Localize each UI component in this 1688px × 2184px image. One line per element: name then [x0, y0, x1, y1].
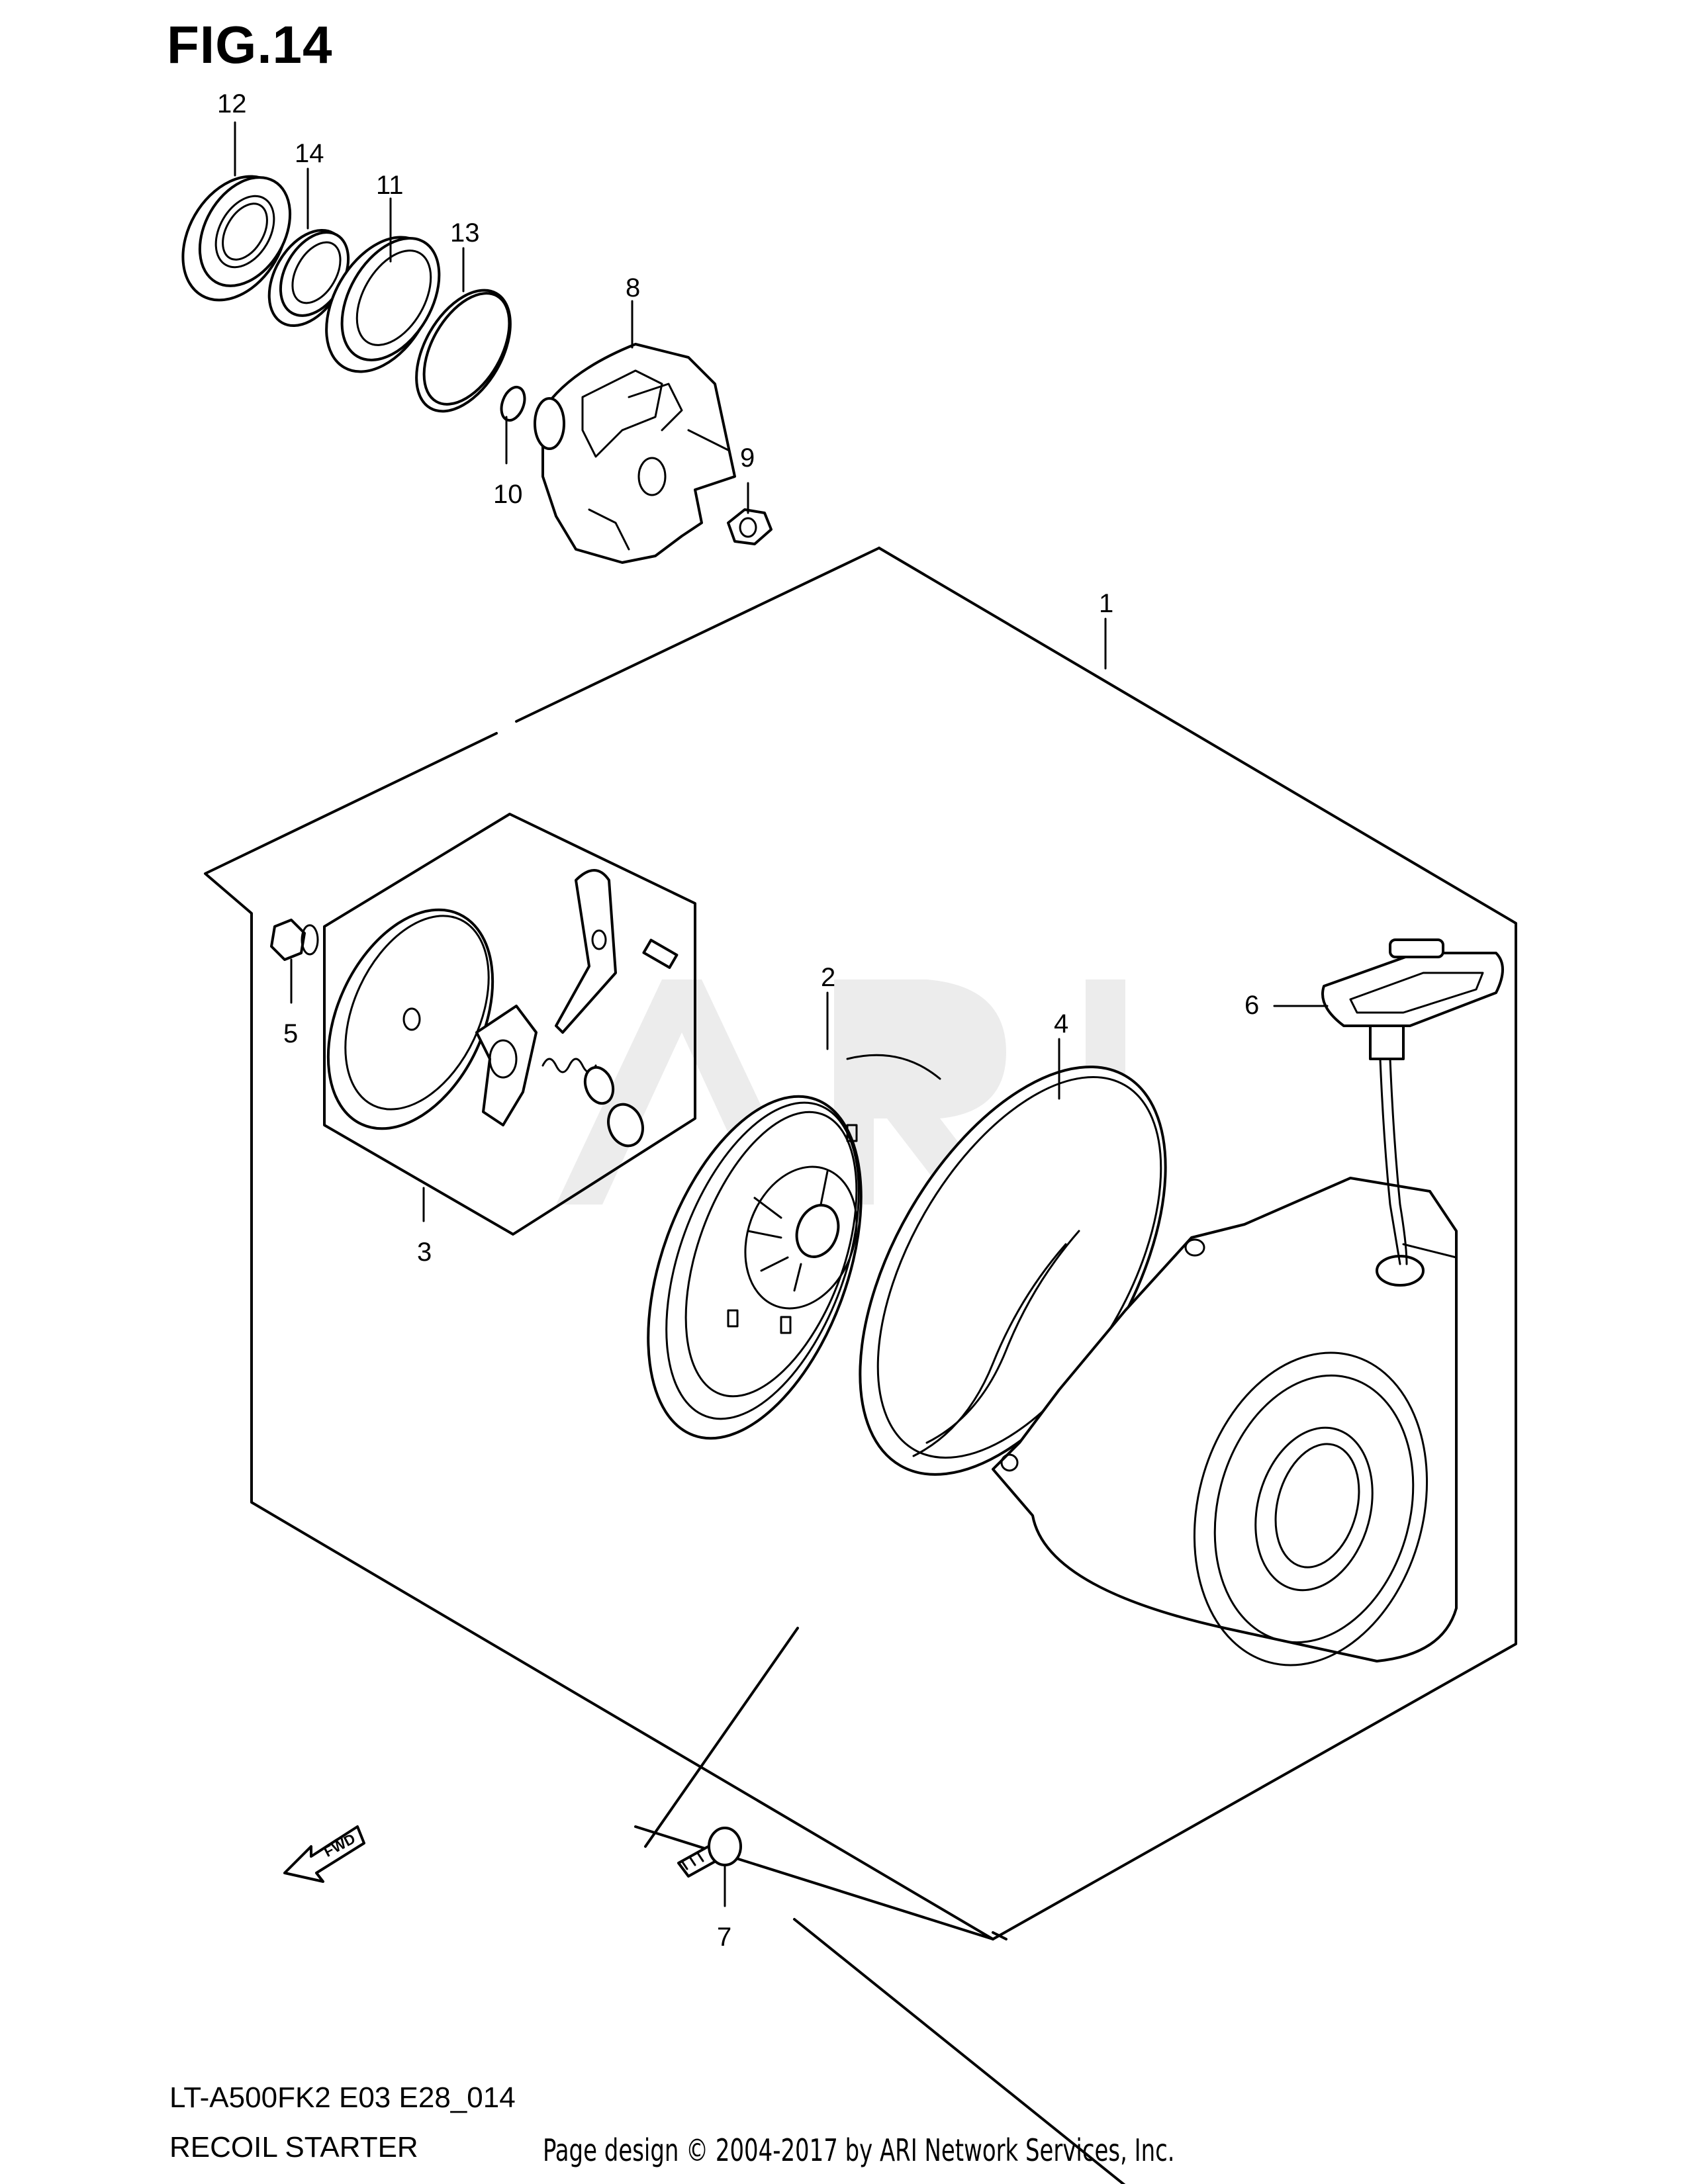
- callout-13: 13: [450, 218, 480, 248]
- part-9-nut: [727, 508, 773, 545]
- figure-title: FIG.14: [167, 15, 333, 74]
- model-code: LT-A500FK2 E03 E28_014: [169, 2081, 516, 2114]
- part-6-handle: [1321, 938, 1504, 1265]
- callout-4: 4: [1054, 1009, 1068, 1038]
- callout-7: 7: [717, 1923, 731, 1952]
- part-14-seal: [267, 228, 350, 328]
- part-2-reel: [647, 1054, 941, 1440]
- callout-8: 8: [626, 273, 640, 302]
- callout-5: 5: [283, 1019, 298, 1048]
- callout-11: 11: [376, 171, 404, 200]
- recoil-housing: [992, 1177, 1458, 1666]
- assembly-outline: [204, 547, 1517, 2184]
- callout-6: 6: [1244, 991, 1259, 1020]
- part-12-bearing: [181, 175, 292, 302]
- part-10-o-ring: [500, 385, 526, 422]
- part-7-bolt: [677, 1827, 742, 1878]
- section-name: RECOIL STARTER: [169, 2131, 418, 2163]
- callout-10: 10: [493, 480, 523, 509]
- part-3-ratchet-group: [323, 813, 696, 1236]
- leader-lines: [234, 121, 1329, 1907]
- copyright-notice: Page design © 2004-2017 by ARI Network S…: [543, 2132, 1175, 2168]
- part-13-o-ring: [415, 289, 512, 413]
- part-11-oil-seal: [325, 236, 441, 373]
- part-8-driven-cup: [534, 343, 736, 564]
- callout-3: 3: [417, 1238, 432, 1267]
- part-5-nut: [270, 919, 319, 961]
- callout-2: 2: [821, 963, 835, 992]
- callout-14: 14: [295, 139, 324, 168]
- callout-numbers: 1 2 3 4 5 6 7 8 9 10 11 12 13 14: [217, 89, 1259, 1952]
- callout-12: 12: [217, 89, 247, 118]
- callout-1: 1: [1099, 589, 1113, 618]
- fwd-arrow: FWD: [283, 1825, 365, 1883]
- callout-9: 9: [740, 443, 755, 473]
